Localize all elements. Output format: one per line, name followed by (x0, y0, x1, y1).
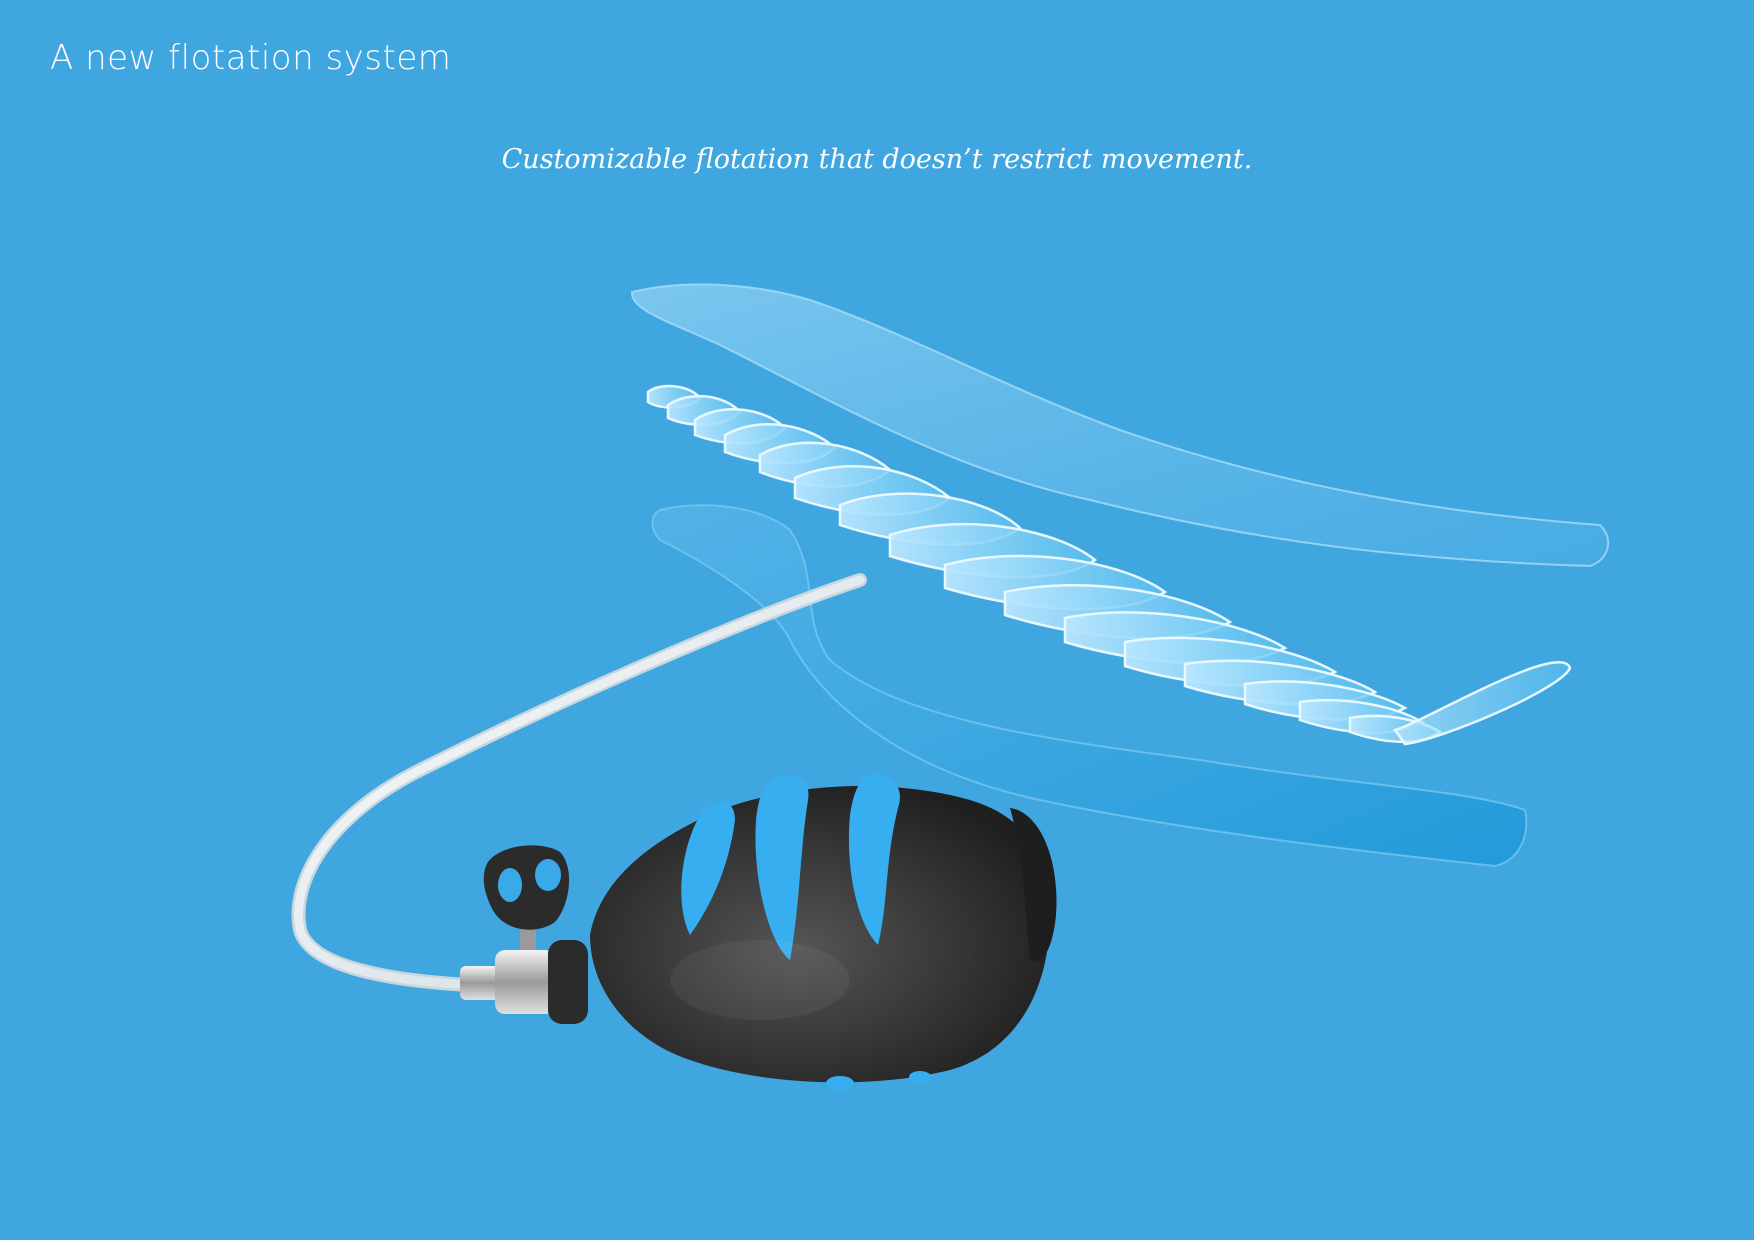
segmented-bladder (646, 384, 1572, 746)
pump-bulb (590, 774, 1057, 1090)
air-tube (291, 573, 867, 992)
page-subtitle: Customizable flotation that doesn’t rest… (501, 144, 1253, 175)
lower-flotation-sheet (651, 504, 1528, 868)
page-title: A new flotation system (50, 38, 452, 78)
metal-connector (460, 940, 588, 1024)
upper-flotation-sheet (630, 283, 1610, 568)
valve-knob (483, 845, 570, 950)
